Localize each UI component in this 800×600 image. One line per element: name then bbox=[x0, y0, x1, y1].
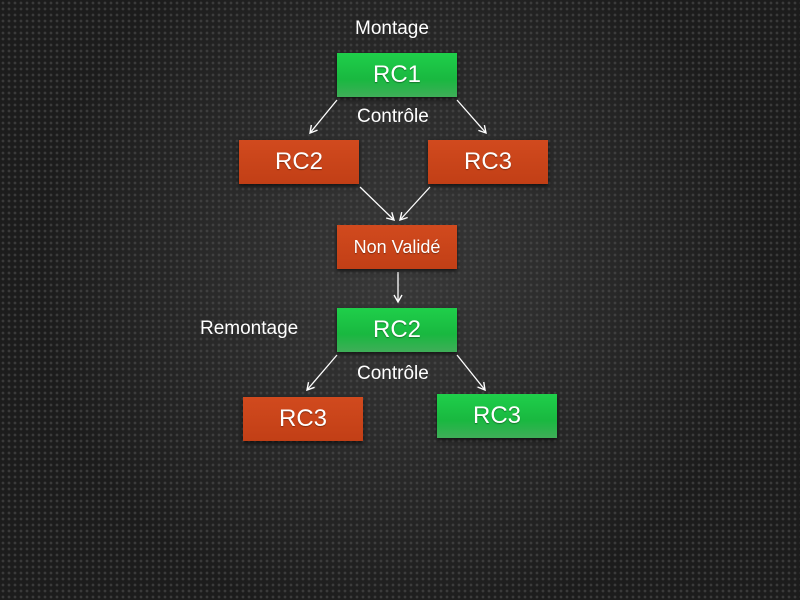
label-controle-top: Contrôle bbox=[357, 106, 429, 127]
label-remontage: Remontage bbox=[200, 318, 299, 339]
node-rc2-remontage: RC2 bbox=[337, 308, 457, 352]
arrow-rc2-to-rc3-left bbox=[306, 354, 338, 392]
node-rc1-text: RC1 bbox=[372, 61, 421, 88]
node-non-valide-text: Non Validé bbox=[353, 236, 441, 257]
arrow-rc2-to-nonvalide bbox=[359, 186, 396, 221]
arrow-rc3-to-nonvalide bbox=[399, 186, 431, 222]
node-non-valide: Non Validé bbox=[337, 225, 457, 269]
node-rc3-bottom-left: RC3 bbox=[243, 397, 363, 441]
node-rc3-text: RC3 bbox=[463, 148, 512, 175]
node-rc1: RC1 bbox=[337, 53, 457, 97]
node-rc3-bottom-left-text: RC3 bbox=[278, 405, 327, 432]
arrow-rc1-to-rc3 bbox=[456, 99, 487, 135]
node-rc3-bottom-right: RC3 bbox=[437, 394, 557, 438]
arrow-rc1-to-rc2 bbox=[309, 99, 338, 135]
label-montage: Montage bbox=[355, 18, 429, 39]
node-rc3-bottom-right-text: RC3 bbox=[472, 402, 521, 429]
node-rc2-remontage-text: RC2 bbox=[372, 316, 421, 343]
arrow-rc2-to-rc3-right bbox=[456, 354, 486, 392]
node-rc2: RC2 bbox=[239, 140, 359, 184]
node-rc3: RC3 bbox=[428, 140, 548, 184]
node-rc2-text: RC2 bbox=[274, 148, 323, 175]
label-controle-bottom: Contrôle bbox=[357, 363, 429, 384]
